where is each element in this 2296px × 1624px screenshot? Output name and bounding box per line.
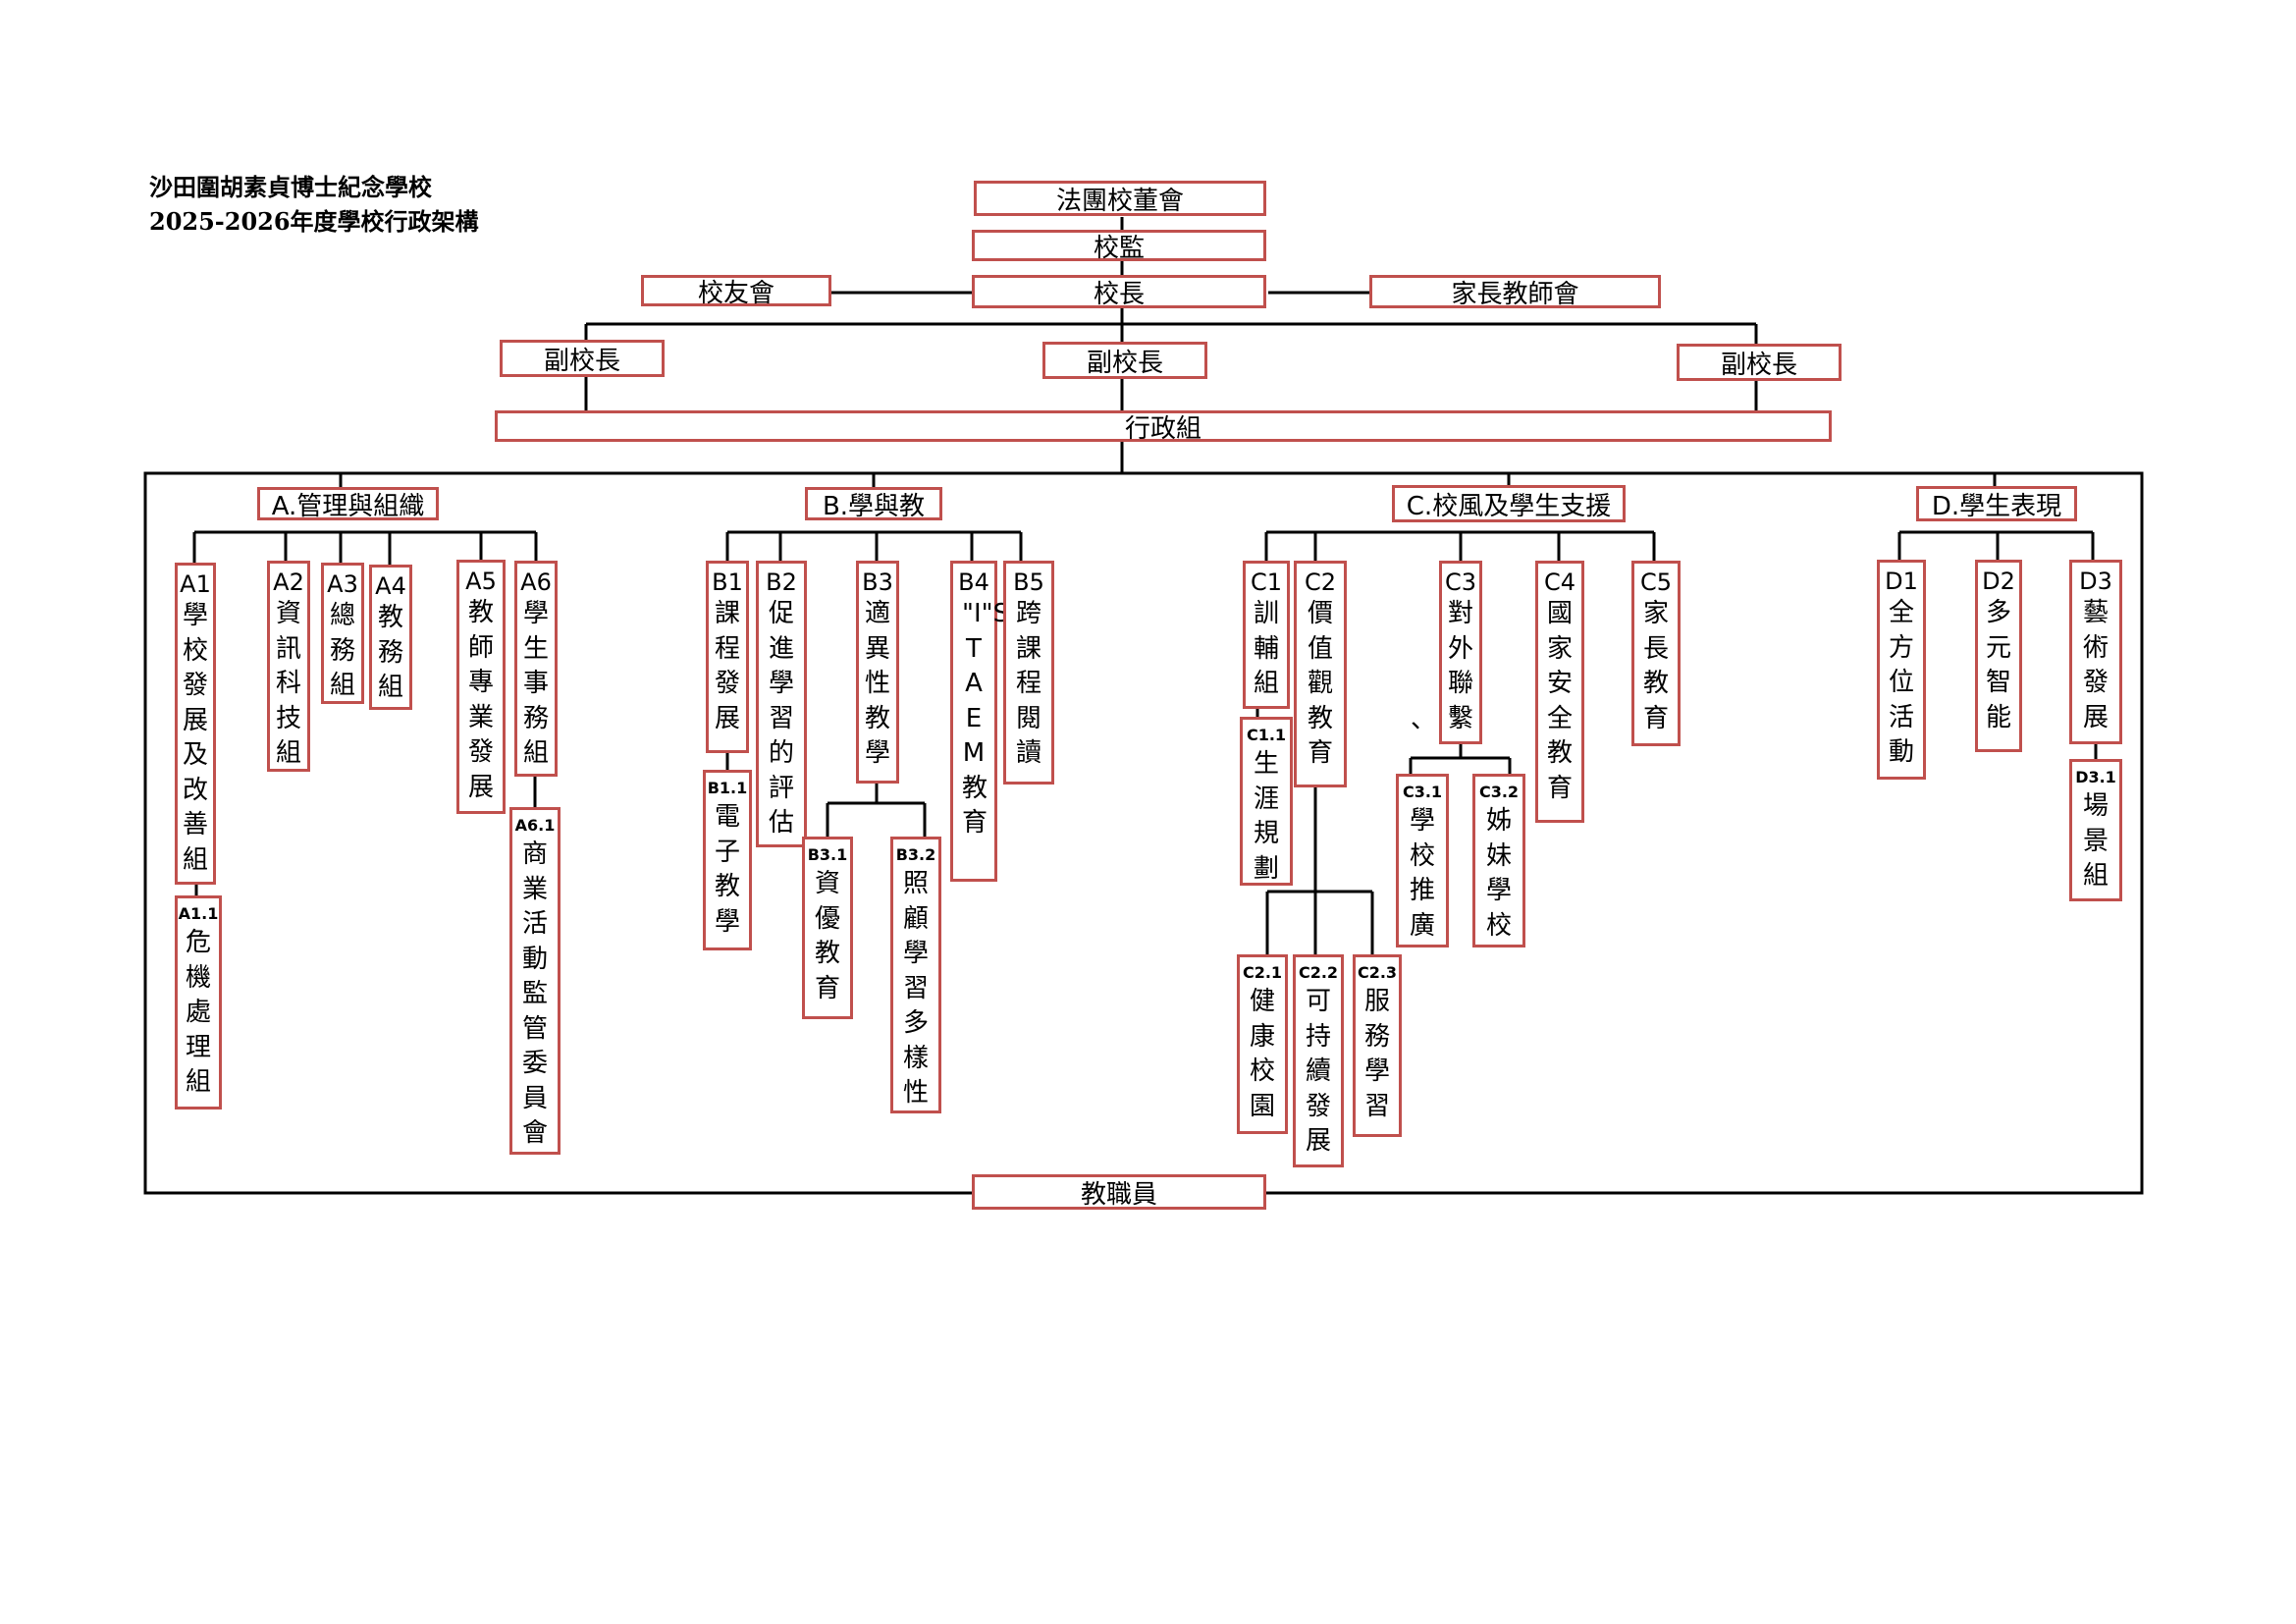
alumni-box: 校友會	[641, 275, 831, 308]
group-c-header: C.校風及學生支援	[1392, 485, 1626, 522]
school-board-box: 法團校董會	[974, 181, 1266, 216]
vice-principal-center-box: 副校長	[1042, 342, 1207, 379]
admin-group-box: 行政組	[495, 410, 1832, 444]
pta-box: 家長教師會	[1369, 275, 1661, 309]
stray-comma-mark: 、	[1411, 705, 1437, 734]
principal-box: 校長	[972, 275, 1266, 309]
supervisor-box: 校監	[972, 230, 1266, 263]
group-d-header: D.學生表現	[1916, 486, 2077, 521]
vice-principal-left-box: 副校長	[500, 340, 665, 377]
vice-principal-right-box: 副校長	[1677, 344, 1842, 381]
unit-b4: B4"I"STAEM教育	[950, 561, 1009, 882]
staff-box: 教職員	[972, 1174, 1266, 1210]
group-b-header: B.學與教	[805, 487, 942, 521]
chart-year-title: 2025-2026年度學校行政架構	[149, 207, 479, 236]
school-name: 沙田圍胡素貞博士紀念學校	[149, 173, 432, 201]
group-a-header: A.管理與組織	[257, 487, 439, 521]
